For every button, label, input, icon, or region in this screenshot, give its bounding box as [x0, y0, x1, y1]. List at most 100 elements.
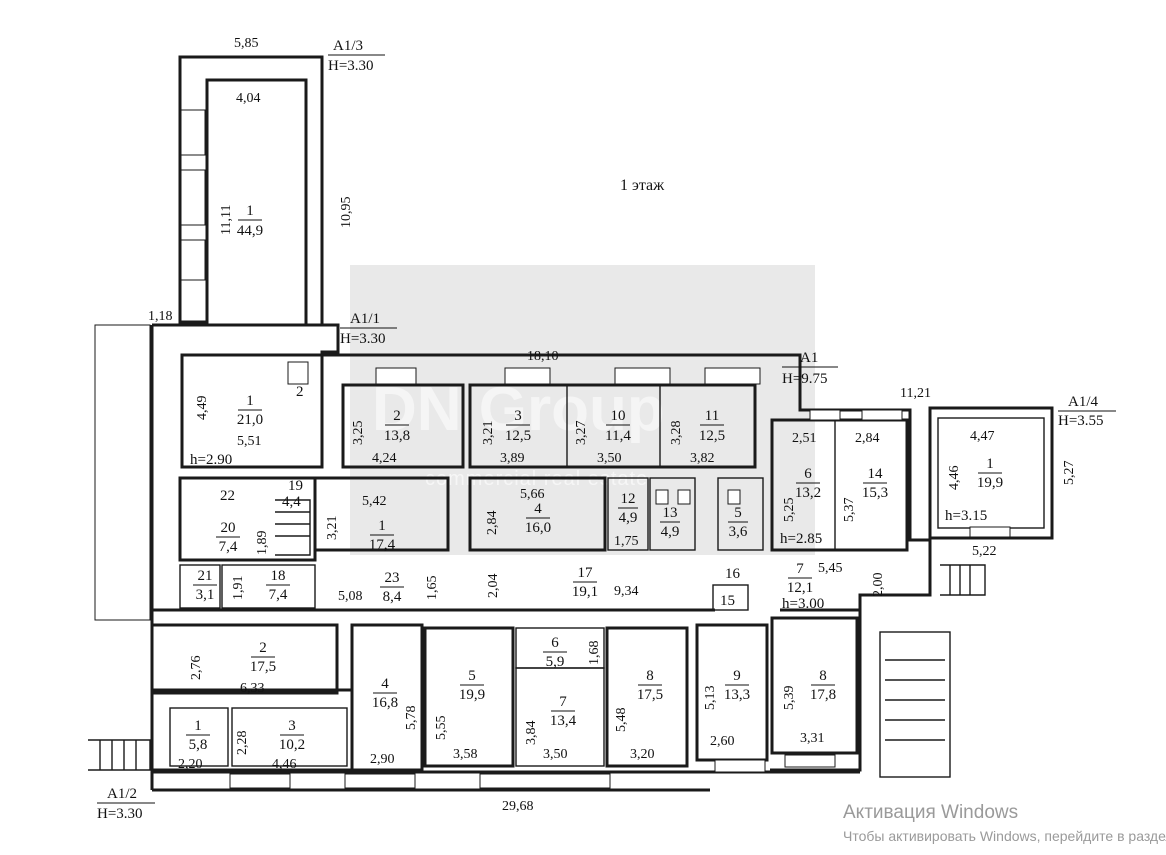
svg-text:44,9: 44,9 — [237, 223, 263, 239]
section-height-a1-3: H=3.30 — [328, 58, 374, 74]
svg-text:11: 11 — [705, 408, 719, 424]
room-number-16: 16 — [725, 566, 741, 582]
room-label: 213,8 — [384, 408, 410, 444]
svg-text:8: 8 — [646, 668, 654, 684]
dimension-label: 1,75 — [614, 534, 639, 549]
dimension-label: 1,68 — [587, 641, 602, 666]
svg-text:11,4: 11,4 — [605, 428, 631, 444]
room-label: 817,5 — [637, 668, 663, 703]
svg-text:12: 12 — [621, 491, 636, 507]
dimension-label: 5,39 — [782, 686, 797, 711]
room-label: 213,1 — [193, 568, 217, 603]
svg-text:3,1: 3,1 — [196, 587, 215, 603]
watermark-box — [350, 265, 815, 555]
dimension-label: 5,22 — [972, 544, 997, 559]
room-label: 238,4 — [380, 570, 404, 605]
dimension-label: 2,84 — [485, 511, 500, 536]
svg-text:7: 7 — [559, 694, 567, 710]
room-label: 312,5 — [505, 408, 531, 444]
dimension-label: 4,49 — [195, 396, 210, 421]
section-height-a1-2: H=3.30 — [97, 806, 143, 822]
svg-text:13: 13 — [663, 505, 678, 521]
dimension-label: 2,28 — [235, 731, 250, 756]
room-label: 121,0 — [237, 393, 263, 428]
section-labels: A1/3 H=3.30 A1/1 H=3.30 A1 H=9.75 A1/4 H… — [97, 38, 1116, 822]
stairs — [88, 499, 986, 778]
dimension-label: 1,65 — [425, 576, 440, 601]
dimension-label: 5,37 — [842, 498, 857, 523]
svg-text:1: 1 — [194, 718, 202, 734]
dimension-label: 4,04 — [236, 91, 261, 106]
room-number-2-small: 2 — [296, 384, 304, 400]
svg-text:17: 17 — [578, 565, 594, 581]
dimension-label: 18,10 — [527, 349, 559, 364]
svg-text:2: 2 — [259, 640, 267, 656]
dimension-label: 1,91 — [231, 576, 246, 601]
dimension-label: 3,84 — [524, 721, 539, 746]
section-label-a1: A1 — [800, 350, 818, 366]
svg-text:4: 4 — [534, 501, 542, 517]
room-area-19: 4,4 — [282, 494, 301, 510]
svg-text:7,4: 7,4 — [269, 587, 288, 603]
dimension-label: 3,28 — [669, 421, 684, 446]
svg-text:4,9: 4,9 — [661, 524, 680, 540]
svg-text:1: 1 — [378, 518, 386, 534]
svg-text:9: 9 — [733, 668, 741, 684]
dimension-label: 3,31 — [800, 731, 825, 746]
room-number-22: 22 — [220, 488, 235, 504]
room-label: 217,5 — [250, 640, 276, 675]
dimension-label: 4,24 — [372, 451, 397, 466]
room-label: 119,9 — [977, 456, 1003, 491]
svg-text:7: 7 — [796, 561, 804, 577]
dimension-label: 6,33 — [240, 681, 265, 696]
dimension-labels: 5,85 4,04 11,11 10,95 1,18 4,49 5,51 18,… — [148, 36, 1077, 814]
svg-text:23: 23 — [385, 570, 400, 586]
svg-text:16,8: 16,8 — [372, 695, 398, 711]
windows — [94, 109, 1011, 789]
dimension-label: 3,27 — [574, 421, 589, 446]
dimension-label: 2,90 — [370, 752, 395, 767]
svg-text:5,8: 5,8 — [189, 737, 208, 753]
room-label: 416,8 — [372, 676, 398, 711]
svg-text:18: 18 — [271, 568, 286, 584]
svg-text:12,1: 12,1 — [787, 580, 813, 596]
dimension-label: 10,95 — [339, 197, 354, 229]
svg-text:5,9: 5,9 — [546, 654, 565, 670]
dimension-label: 5,55 — [434, 716, 449, 741]
activation-subtitle: Чтобы активировать Windows, перейдите в … — [843, 828, 1166, 844]
svg-text:15,3: 15,3 — [862, 485, 888, 501]
svg-text:19,9: 19,9 — [977, 475, 1003, 491]
height-label: h=2.85 — [780, 531, 822, 547]
svg-text:4,9: 4,9 — [619, 510, 638, 526]
svg-text:1: 1 — [986, 456, 994, 472]
svg-text:12,5: 12,5 — [505, 428, 531, 444]
svg-text:19,9: 19,9 — [459, 687, 485, 703]
height-label: h=3.00 — [782, 596, 824, 612]
dimension-label: 2,76 — [189, 656, 204, 681]
room-label: 310,2 — [279, 718, 305, 753]
activation-title: Активация Windows — [843, 802, 1019, 823]
dimension-label: 9,34 — [614, 584, 639, 599]
room-number-19: 19 — [288, 478, 303, 494]
room-label: 913,3 — [724, 668, 750, 703]
section-label-a1-2: A1/2 — [107, 786, 137, 802]
height-label: h=3.15 — [945, 508, 987, 524]
svg-text:13,8: 13,8 — [384, 428, 410, 444]
room-label: 134,9 — [660, 505, 680, 540]
svg-text:17,5: 17,5 — [250, 659, 276, 675]
svg-text:4: 4 — [381, 676, 389, 692]
svg-text:13,4: 13,4 — [550, 713, 577, 729]
dimension-label: 5,13 — [703, 686, 718, 711]
dimension-label: 4,47 — [970, 429, 995, 444]
dimension-label: 1,89 — [255, 531, 270, 556]
svg-text:3: 3 — [514, 408, 522, 424]
svg-text:21: 21 — [198, 568, 213, 584]
room-label: 817,8 — [810, 668, 836, 703]
dimension-label: 29,68 — [502, 799, 534, 814]
svg-text:2: 2 — [393, 408, 401, 424]
svg-text:10: 10 — [611, 408, 626, 424]
